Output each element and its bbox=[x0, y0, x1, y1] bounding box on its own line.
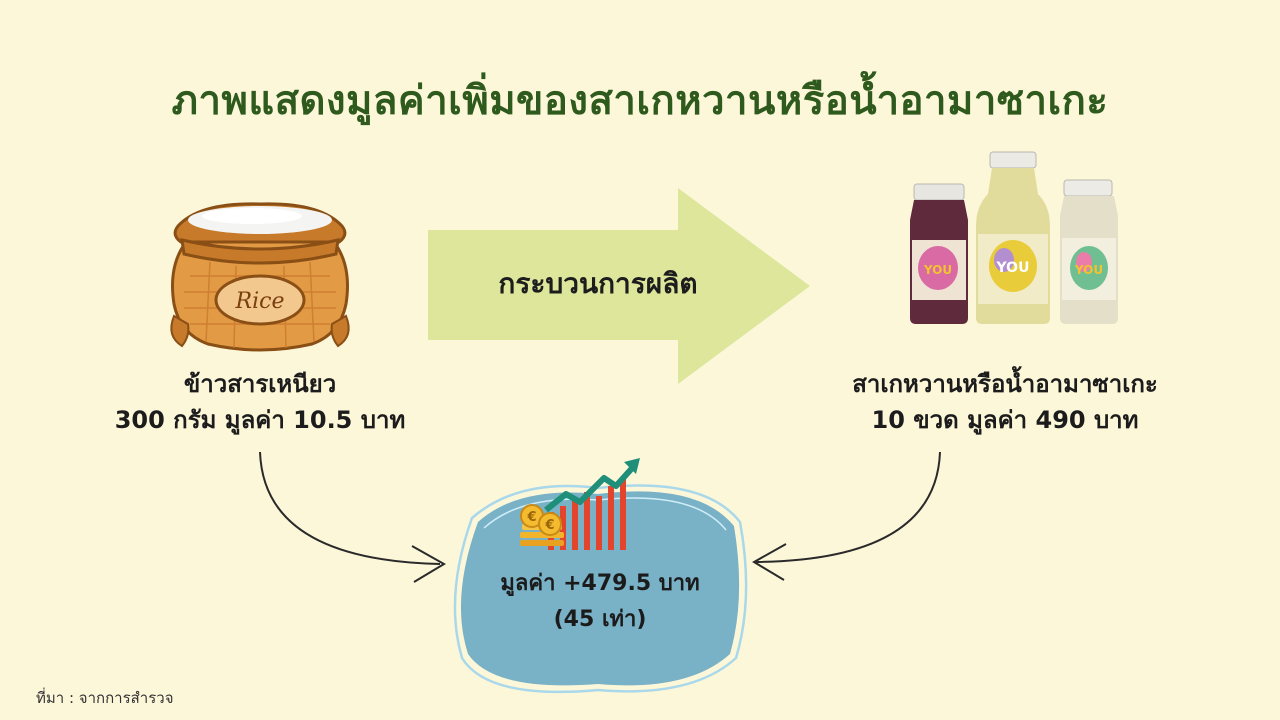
input-line1: ข้าวสารเหนียว bbox=[183, 370, 337, 398]
growth-chart-coins-icon: € € bbox=[520, 458, 640, 550]
sack-label: Rice bbox=[235, 289, 285, 314]
bottle-yellow: YOU bbox=[976, 151, 1050, 324]
result-label: มูลค่า +479.5 บาท (45 เท่า) bbox=[460, 566, 740, 638]
page-title: ภาพแสดงมูลค่าเพิ่มของสาเกหวานหรือน้ำอามา… bbox=[171, 78, 1109, 124]
bottles-icon: YOU YOU YOU bbox=[910, 151, 1118, 324]
input-line2: 300 กรัม มูลค่า 10.5 บาท bbox=[114, 406, 406, 434]
arrow-right-icon bbox=[428, 188, 810, 384]
output-label: สาเกหวานหรือน้ำอามาซาเกะ 10 ขวด มูลค่า 4… bbox=[820, 366, 1190, 438]
svg-text:YOU: YOU bbox=[1074, 263, 1103, 277]
result-line2: (45 เท่า) bbox=[553, 607, 647, 632]
input-label: ข้าวสารเหนียว 300 กรัม มูลค่า 10.5 บาท bbox=[80, 366, 440, 438]
bottle-beige: YOU bbox=[1060, 179, 1118, 324]
result-line1: มูลค่า +479.5 บาท bbox=[500, 571, 700, 596]
source-note: ที่มา : จากการสำรวจ bbox=[36, 689, 174, 707]
svg-text:€: € bbox=[526, 510, 536, 525]
svg-text:€: € bbox=[544, 518, 554, 533]
svg-text:YOU: YOU bbox=[923, 263, 952, 277]
right-curve-arrow bbox=[755, 451, 941, 563]
process-label: กระบวนการผลิต bbox=[498, 267, 698, 300]
output-line1: สาเกหวานหรือน้ำอามาซาเกะ bbox=[852, 370, 1158, 398]
left-curve-arrow bbox=[259, 451, 441, 565]
rice-sack-icon: Rice bbox=[170, 202, 350, 352]
svg-text:YOU: YOU bbox=[996, 260, 1030, 276]
output-line2: 10 ขวด มูลค่า 490 บาท bbox=[871, 406, 1139, 434]
bottle-purple: YOU bbox=[910, 183, 968, 324]
